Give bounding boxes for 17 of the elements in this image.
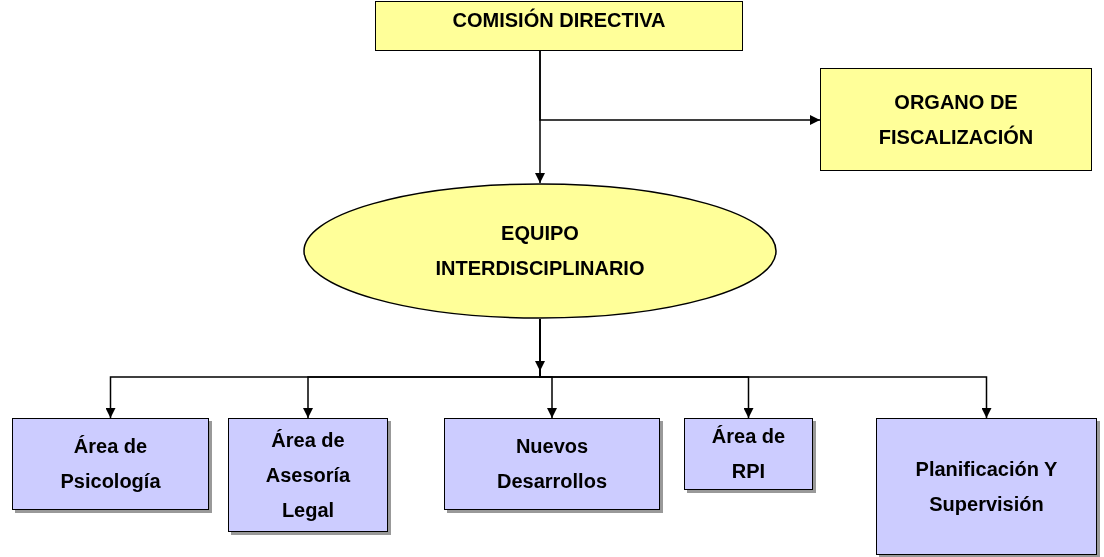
node-label: Nuevos Desarrollos xyxy=(495,434,609,494)
area-box xyxy=(228,418,388,532)
node-label: COMISIÓN DIRECTIVA xyxy=(452,7,666,33)
area-box xyxy=(876,418,1097,555)
node-label: Planificación Y Supervisión xyxy=(914,456,1059,517)
node-label: ORGANO DE FISCALIZACIÓN xyxy=(877,89,1035,150)
arrow xyxy=(539,50,821,125)
org-box xyxy=(820,68,1092,171)
node-label: EQUIPO INTERDISCIPLINARIO xyxy=(434,221,646,281)
node-label: Área de RPI xyxy=(710,424,787,484)
node-label: Área de Psicología xyxy=(59,434,162,494)
org-box xyxy=(375,1,743,51)
area-box xyxy=(684,418,813,490)
node-label: Área de Asesoría Legal xyxy=(264,427,352,523)
area-box xyxy=(444,418,660,510)
team-ellipse xyxy=(303,183,777,319)
area-box xyxy=(12,418,209,510)
